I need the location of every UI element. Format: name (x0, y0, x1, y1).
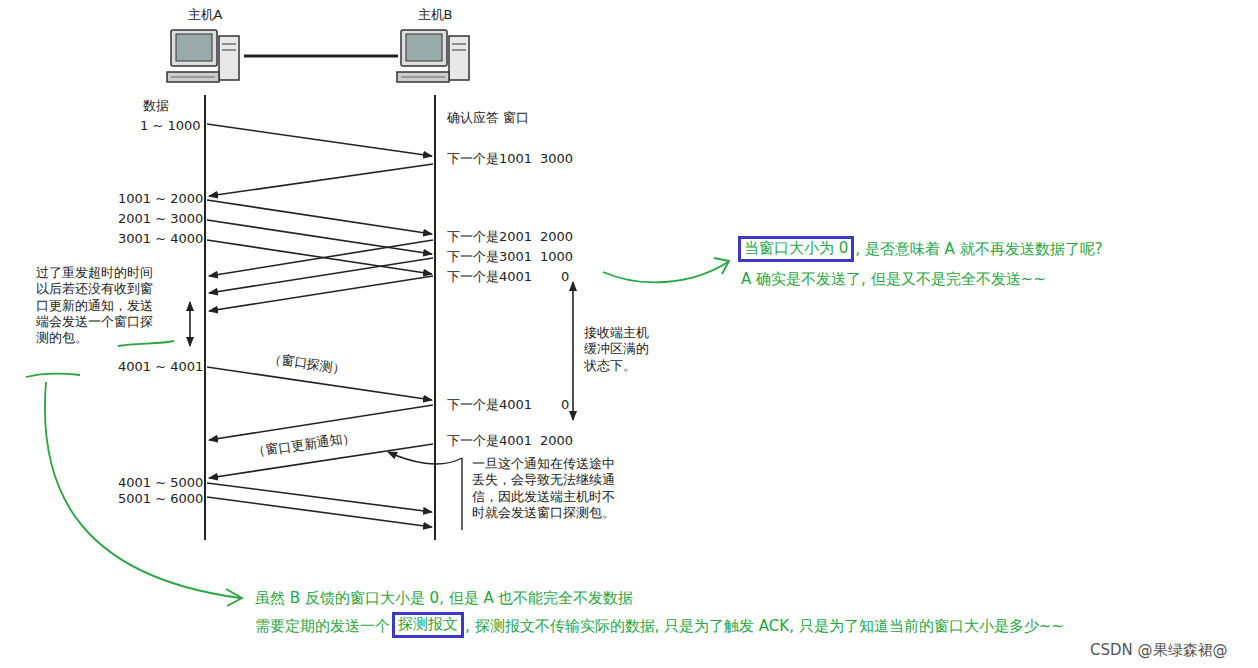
note-pointer (388, 452, 462, 530)
diagram-label: 下一个是1001 (447, 151, 532, 167)
host-computer: 主机A (160, 6, 250, 88)
annotation-text: 虽然 B 反馈的窗口大小是 0, 但是 A 也不能完全不发数据 (255, 589, 633, 608)
diagram-label: 下一个是2001 (447, 229, 532, 245)
diagram-label: 1001 ~ 2000 (118, 191, 203, 207)
timeout-span (189, 302, 191, 346)
diagram-label: 1 ~ 1000 (140, 118, 201, 134)
host-name: 主机B (390, 6, 480, 24)
network-cable (244, 55, 398, 58)
diagram-label: 0 (561, 269, 569, 285)
diagram-label: 4001 ~ 5000 (118, 475, 203, 491)
diagram-label: 2001 ~ 3000 (118, 211, 203, 227)
diagram-label: 过了重发超时的时间 以后若还没有收到窗 口更新的通知，发送 端会发送一个窗口探 … (36, 265, 158, 346)
computer-icon (165, 26, 245, 88)
timeline-a (204, 95, 206, 540)
host-name: 主机A (160, 6, 250, 24)
diagram-label: （窗口更新通知） (251, 430, 356, 461)
diagram-label: 1000 (540, 249, 573, 265)
diagram-label: 3001 ~ 4000 (118, 231, 203, 247)
diagram-label: 下一个是4001 (447, 397, 532, 413)
highlight-box: 探测报文 (392, 612, 464, 638)
diagram-label: 数据 (143, 98, 169, 114)
diagram-label: （窗口探测） (267, 351, 347, 378)
diagram-label: 2000 (540, 433, 573, 449)
diagram-label: 确认应答 窗口 (447, 110, 529, 126)
diagram-label: 下一个是4001 (447, 269, 532, 285)
computer-icon (395, 26, 475, 88)
green-annotation-strokes (26, 258, 729, 606)
highlight-text: 当窗口大小为 0 (744, 239, 848, 259)
host-computer: 主机B (390, 6, 480, 88)
timeline-b (434, 95, 436, 540)
annotation-text: , 探测报文不传输实际的数据, 只是为了触发 ACK, 只是为了知道当前的窗口大… (465, 617, 1064, 636)
diagram-label: 0 (561, 397, 569, 413)
diagram-label: 2000 (540, 229, 573, 245)
highlight-text: 探测报文 (398, 615, 458, 635)
diagram-label: 接收端主机 缓冲区满的 状态下。 (584, 325, 654, 374)
annotation-text: A 确实是不发送了, 但是又不是完全不发送~~ (741, 270, 1046, 289)
diagram-label: 5001 ~ 6000 (118, 491, 203, 507)
annotation-text: 需要定期的发送一个 (255, 617, 390, 636)
diagram-label: 下一个是4001 (447, 433, 532, 449)
diagram-label: 一旦这个通知在传送途中 丢失，会导致无法继续通 信，因此发送端主机时不 时就会发… (472, 456, 620, 521)
message-arrows (207, 124, 433, 527)
diagram-label: 3000 (540, 151, 573, 167)
diagram-label: 4001 ~ 4001 (118, 359, 203, 375)
watermark: CSDN @果绿森裙@ (1090, 641, 1228, 660)
annotation-text: , 是否意味着 A 就不再发送数据了呢? (855, 240, 1102, 259)
buffer-full-span (572, 282, 574, 420)
diagram-label: 下一个是3001 (447, 249, 532, 265)
highlight-box: 当窗口大小为 0 (738, 236, 854, 262)
